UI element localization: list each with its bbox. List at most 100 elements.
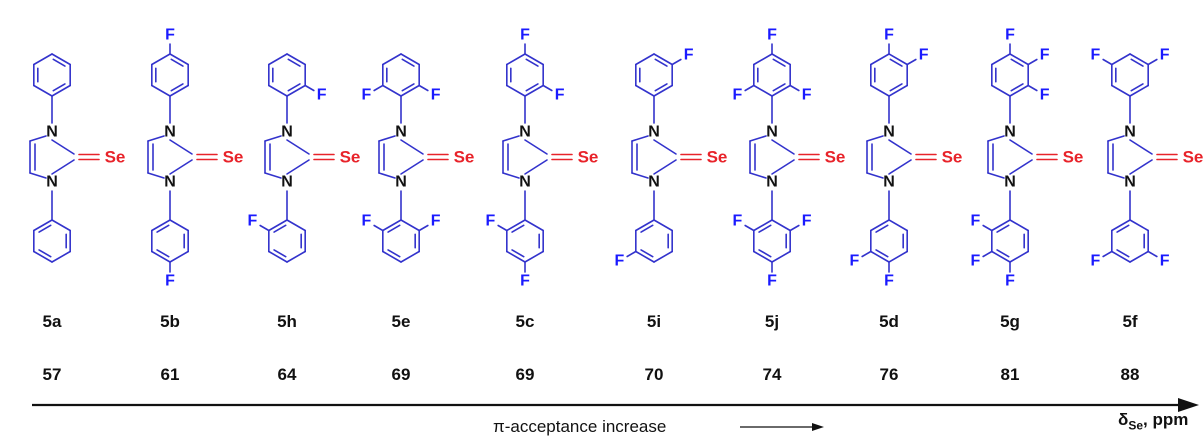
unit-suffix: , ppm bbox=[1143, 410, 1189, 429]
c-f-bond bbox=[982, 224, 993, 232]
bond bbox=[400, 139, 424, 155]
fluorine-atom: F bbox=[970, 253, 980, 270]
compound-label: 5e bbox=[391, 312, 411, 331]
aryl-bond bbox=[400, 84, 420, 97]
aryl-bond bbox=[169, 250, 189, 263]
nitrogen-atom: N bbox=[1124, 124, 1136, 141]
aryl-bond bbox=[653, 250, 673, 263]
aryl-double-bond bbox=[1130, 58, 1144, 67]
c-f-bond bbox=[1147, 58, 1158, 66]
c-f-bond bbox=[418, 84, 429, 92]
bond bbox=[1107, 172, 1125, 179]
fluorine-atom: F bbox=[1040, 47, 1050, 64]
aryl-bond bbox=[635, 219, 655, 232]
chemical-shift-value: 57 bbox=[42, 365, 62, 384]
aryl-bond bbox=[771, 53, 791, 66]
fluorine-atom: F bbox=[884, 27, 894, 44]
aryl-bond bbox=[286, 53, 306, 66]
c-f-bond bbox=[789, 84, 800, 92]
aryl-bond bbox=[151, 250, 171, 263]
c-f-bond bbox=[982, 250, 993, 258]
fluorine-atom: F bbox=[247, 213, 257, 230]
aryl-double-bond bbox=[387, 224, 401, 233]
nitrogen-atom: N bbox=[164, 124, 176, 141]
delta-symbol: δ bbox=[1118, 410, 1129, 429]
aryl-double-bond bbox=[511, 249, 525, 258]
nitrogen-atom: N bbox=[648, 124, 660, 141]
aryl-bond bbox=[506, 84, 526, 97]
nitrogen-atom: N bbox=[164, 174, 176, 191]
aryl-bond bbox=[33, 219, 53, 232]
c-f-bond bbox=[304, 84, 315, 92]
aryl-double-bond bbox=[1116, 224, 1130, 233]
aryl-bond bbox=[382, 84, 402, 97]
aryl-bond bbox=[1009, 250, 1029, 263]
aryl-bond bbox=[151, 84, 171, 97]
aryl-bond bbox=[506, 219, 526, 232]
aryl-double-bond bbox=[401, 83, 415, 92]
aryl-bond bbox=[400, 250, 420, 263]
nitrogen-atom: N bbox=[281, 124, 293, 141]
aryl-bond bbox=[1129, 53, 1149, 66]
fluorine-atom: F bbox=[970, 213, 980, 230]
aryl-bond bbox=[400, 219, 420, 232]
aryl-double-bond bbox=[889, 83, 903, 92]
aryl-bond bbox=[753, 219, 773, 232]
aryl-bond bbox=[888, 53, 908, 66]
nitrogen-atom: N bbox=[395, 124, 407, 141]
aryl-bond bbox=[268, 219, 288, 232]
unit-subscript: Se bbox=[1128, 418, 1143, 433]
fluorine-atom: F bbox=[431, 213, 441, 230]
selenium-atom: Se bbox=[454, 148, 475, 167]
compound-label: 5d bbox=[879, 312, 899, 331]
fluorine-atom: F bbox=[919, 47, 929, 64]
compound-label: 5g bbox=[1000, 312, 1020, 331]
bond bbox=[1107, 135, 1125, 142]
aryl-double-bond bbox=[287, 58, 301, 67]
bond bbox=[51, 139, 75, 155]
aryl-bond bbox=[653, 53, 673, 66]
selenium-atom: Se bbox=[223, 148, 244, 167]
aryl-bond bbox=[51, 84, 71, 97]
aryl-double-bond bbox=[654, 83, 668, 92]
aryl-double-bond bbox=[156, 249, 170, 258]
aryl-bond bbox=[653, 84, 673, 97]
aryl-double-bond bbox=[170, 83, 184, 92]
aryl-bond bbox=[870, 250, 890, 263]
bond bbox=[749, 172, 767, 179]
aryl-double-bond bbox=[1116, 249, 1130, 258]
aryl-bond bbox=[151, 219, 171, 232]
compound-label: 5a bbox=[42, 312, 62, 331]
aryl-bond bbox=[635, 84, 655, 97]
bond bbox=[169, 159, 193, 175]
nitrogen-atom: N bbox=[1004, 124, 1016, 141]
fluorine-atom: F bbox=[1040, 87, 1050, 104]
aryl-double-bond bbox=[772, 58, 786, 67]
aryl-bond bbox=[1009, 84, 1029, 97]
aryl-bond bbox=[1129, 84, 1149, 97]
bond bbox=[749, 135, 767, 142]
aryl-bond bbox=[771, 84, 791, 97]
aryl-double-bond bbox=[875, 249, 889, 258]
aryl-bond bbox=[33, 250, 53, 263]
fluorine-atom: F bbox=[767, 27, 777, 44]
bond bbox=[1129, 159, 1153, 175]
aryl-bond bbox=[888, 219, 908, 232]
aryl-bond bbox=[1111, 250, 1131, 263]
fluorine-atom: F bbox=[165, 27, 175, 44]
aryl-bond bbox=[151, 53, 171, 66]
aryl-double-bond bbox=[273, 224, 287, 233]
chemical-shift-value: 64 bbox=[277, 365, 297, 384]
bond bbox=[286, 139, 310, 155]
